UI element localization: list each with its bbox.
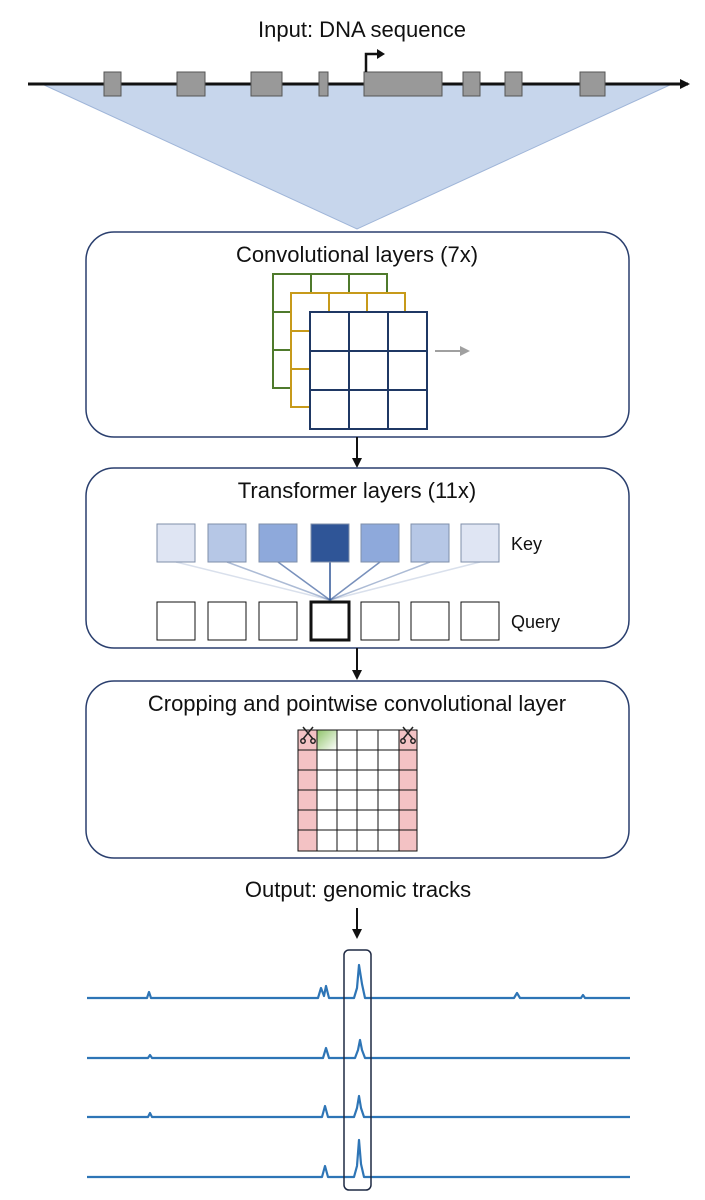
query-token	[207, 601, 247, 641]
attention-lines	[175, 561, 481, 601]
key-label: Key	[511, 534, 542, 554]
exon	[462, 71, 481, 97]
input-label: Input: DNA sequence	[258, 17, 466, 42]
key-token	[258, 523, 298, 563]
exon	[363, 71, 443, 97]
query-token	[156, 601, 196, 641]
output-cell-highlight	[317, 730, 337, 750]
scissors-icon	[300, 726, 316, 744]
crop-grid	[297, 729, 418, 852]
exon	[579, 71, 606, 97]
highlight-window	[343, 949, 372, 1191]
query-token	[460, 601, 500, 641]
key-token	[410, 523, 450, 563]
scissors-icon	[400, 726, 416, 744]
exon	[318, 71, 329, 97]
exon	[504, 71, 523, 97]
key-row	[156, 523, 500, 563]
exon	[176, 71, 206, 97]
query-token	[258, 601, 298, 641]
key-token	[156, 523, 196, 563]
exon	[250, 71, 283, 97]
key-token	[460, 523, 500, 563]
genomic-track	[87, 963, 630, 1000]
genomic-tracks	[87, 963, 630, 1179]
exons	[103, 71, 606, 97]
key-token	[310, 523, 350, 563]
crop-stage-title: Cropping and pointwise convolutional lay…	[148, 691, 566, 716]
key-token	[360, 523, 400, 563]
receptive-field-cone	[41, 83, 673, 230]
query-token-active	[309, 600, 351, 642]
genomic-track	[87, 1138, 630, 1179]
query-row	[156, 600, 500, 642]
query-label: Query	[511, 612, 560, 632]
query-token	[410, 601, 450, 641]
key-token	[207, 523, 247, 563]
output-label: Output: genomic tracks	[245, 877, 471, 902]
genomic-track	[87, 1038, 630, 1060]
transformer-stage-title: Transformer layers (11x)	[238, 478, 476, 503]
genomic-track	[87, 1094, 630, 1119]
conv-feature-map-navy	[309, 311, 428, 430]
exon	[103, 71, 122, 97]
tss-arrow-icon	[364, 49, 385, 72]
query-token	[360, 601, 400, 641]
conv-stage-title: Convolutional layers (7x)	[236, 242, 478, 267]
